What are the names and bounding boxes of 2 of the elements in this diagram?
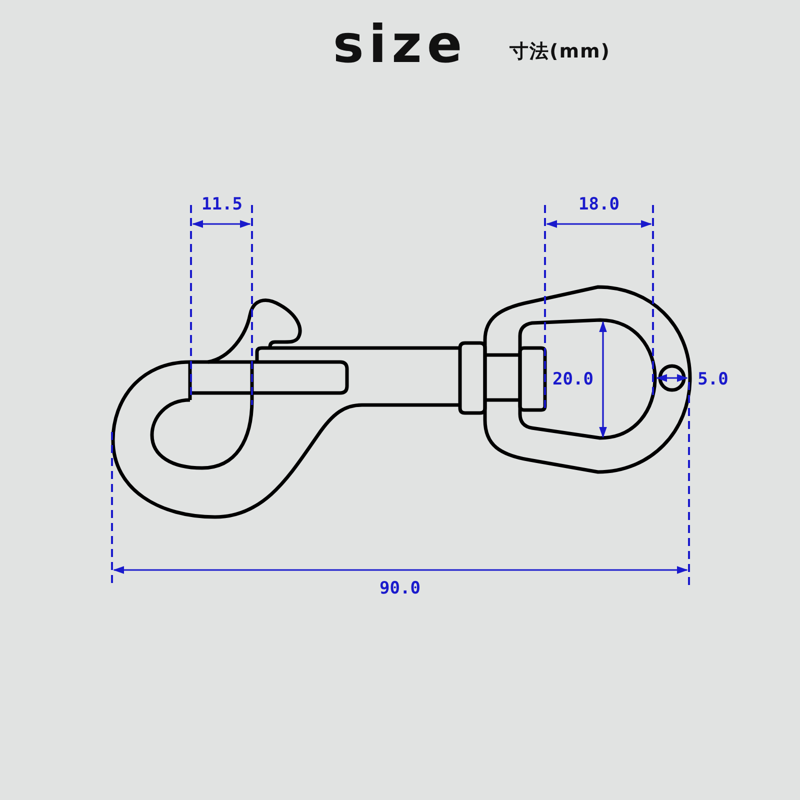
title: size xyxy=(332,19,468,71)
subtitle: 寸法(mm) xyxy=(510,42,610,62)
